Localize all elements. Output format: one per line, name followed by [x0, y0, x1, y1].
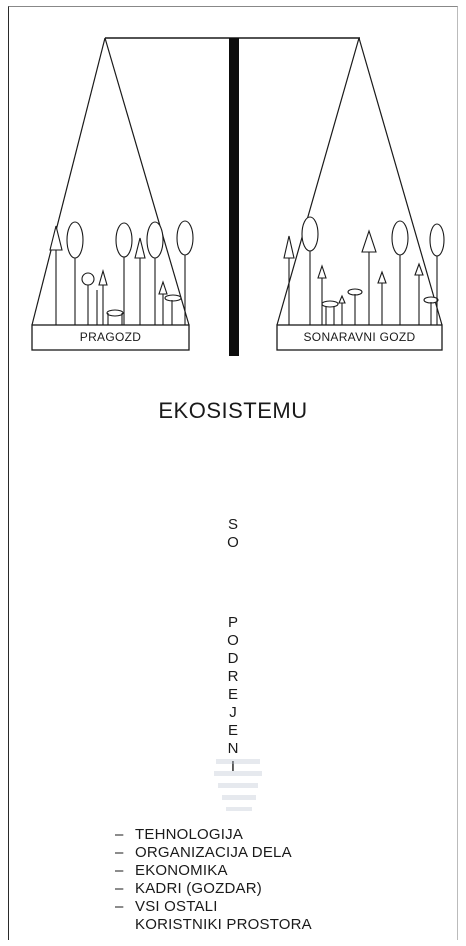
vertical-letter: O — [227, 632, 239, 650]
left-pan-label: PRAGOZD — [32, 328, 189, 346]
vertical-letter: O — [227, 534, 239, 552]
vertical-letter: E — [227, 722, 239, 740]
list-item-text: EKONOMIKA — [135, 862, 228, 879]
scale-pillar — [229, 38, 239, 356]
list-dash: – — [115, 826, 124, 844]
right-forest-trees-icon — [284, 217, 444, 325]
vertical-letter: E — [227, 686, 239, 704]
ecosystem-title: EKOSISTEMU — [0, 398, 466, 424]
list-item: –TEHNOLOGIJA — [115, 826, 312, 844]
list-item: –EKONOMIKA — [115, 862, 312, 880]
right-pan — [277, 38, 442, 350]
balance-scale — [0, 0, 466, 360]
list-item-text: KADRI (GOZDAR) — [135, 880, 262, 897]
left-forest-trees-icon — [50, 221, 193, 325]
list-item-text: ORGANIZACIJA DELA — [135, 844, 292, 861]
list-dash: – — [115, 880, 124, 898]
list-item: –VSI OSTALI KORISTNIKI PROSTORA — [115, 898, 312, 934]
list-item-text: TEHNOLOGIJA — [135, 826, 243, 843]
list-item-text: VSI OSTALI KORISTNIKI PROSTORA — [135, 898, 312, 933]
vertical-letter: P — [227, 614, 239, 632]
list-item: –KADRI (GOZDAR) — [115, 880, 312, 898]
list-dash: – — [115, 898, 124, 916]
list-dash: – — [115, 862, 124, 880]
right-pan-label: SONARAVNI GOZD — [277, 328, 442, 346]
vertical-letter: D — [227, 650, 239, 668]
subordinates-list: –TEHNOLOGIJA–ORGANIZACIJA DELA–EKONOMIKA… — [115, 826, 312, 934]
list-item: –ORGANIZACIJA DELA — [115, 844, 312, 862]
vertical-letter: S — [227, 516, 239, 534]
vertical-letter: R — [227, 668, 239, 686]
list-dash: – — [115, 844, 124, 862]
vertical-letter: J — [227, 704, 239, 722]
faint-show-through-text — [210, 755, 266, 825]
